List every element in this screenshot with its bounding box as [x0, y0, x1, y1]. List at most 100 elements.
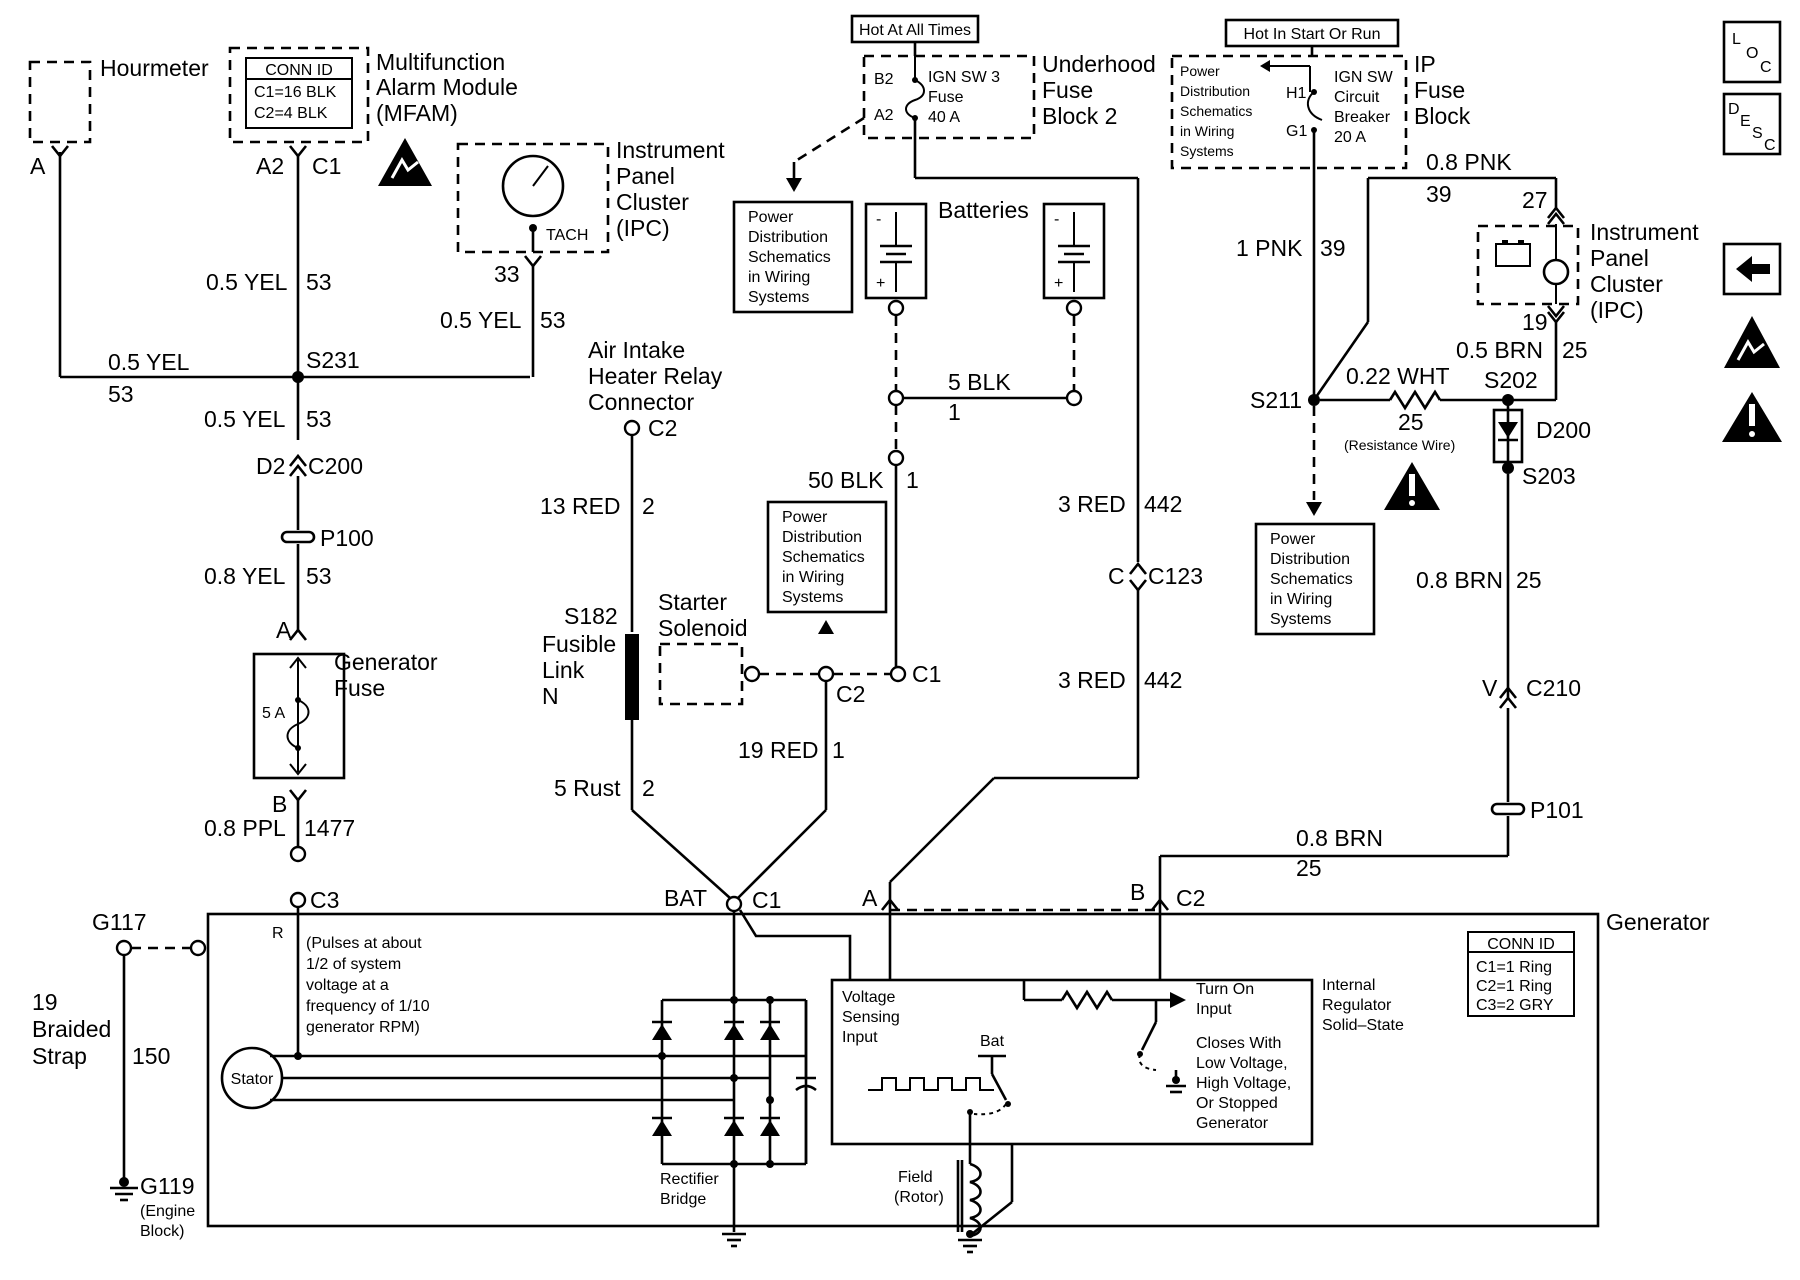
wire-53-a: 53	[306, 269, 332, 295]
turn-on-label-2: Input	[1196, 1001, 1232, 1018]
resistance-wire-label: (Resistance Wire)	[1344, 437, 1455, 453]
pin-33: 33	[494, 261, 520, 287]
pin-gf-a: A	[276, 617, 292, 643]
ip-fuse-label-1: IP	[1414, 51, 1436, 77]
back-arrow-button[interactable]	[1722, 242, 1782, 296]
p100-label: P100	[320, 525, 374, 551]
wire-3-red-a: 3 RED	[1058, 491, 1126, 517]
braided-strap-1: 19	[32, 989, 58, 1015]
wire-yel-tach: 0.5 YEL	[440, 307, 522, 333]
wire-yel-a: 0.5 YEL	[206, 269, 288, 295]
mfam-conn-title: CONN ID	[265, 62, 333, 79]
solenoid-c1-label: C1	[912, 661, 941, 687]
ign-sw3-1: IGN SW 3	[928, 69, 1000, 86]
loc-button[interactable]: L O C	[1722, 20, 1782, 84]
wire-53-b: 53	[306, 406, 332, 432]
battery-left-icon: - +	[864, 202, 928, 300]
desc-button[interactable]: D E S C	[1722, 92, 1782, 156]
loc-c: C	[1760, 59, 1772, 76]
ipc-right-3: Cluster	[1590, 271, 1663, 297]
battery-indicator-icon	[1495, 240, 1531, 267]
wire-25-wht: 25	[1398, 409, 1424, 435]
underhood-fuse-box	[862, 54, 1036, 140]
solenoid-c2-label: C2	[836, 681, 865, 707]
svg-text:+: +	[876, 275, 885, 292]
ipc-tach-label-2: Panel	[616, 163, 675, 189]
ground-field-icon	[958, 1230, 982, 1254]
ground-g119-icon	[110, 1177, 138, 1202]
rectifier-label-2: Bridge	[660, 1191, 706, 1208]
connector-c123: C123	[1148, 563, 1203, 589]
ipc-right-4: (IPC)	[1590, 297, 1644, 323]
splice-s231	[292, 371, 304, 383]
wire-08-brn-b: 0.8 BRN	[1296, 825, 1383, 851]
rectifier-bridge	[652, 996, 817, 1168]
hot-start-run-box	[1224, 18, 1400, 48]
wire-ppl: 0.8 PPL	[204, 815, 286, 841]
ip-fuse-box	[1170, 54, 1408, 170]
closes-1: Closes With	[1196, 1035, 1281, 1052]
batteries-label: Batteries	[938, 197, 1029, 223]
connector-c210: C210	[1526, 675, 1581, 701]
pin-g1: G1	[1286, 123, 1307, 140]
pds-center-1: Power	[782, 509, 828, 526]
esd-warning-icon-right	[1724, 316, 1780, 368]
fusible-link-label-2: Link	[542, 657, 585, 683]
gen-fuse-label-2: Fuse	[334, 675, 385, 701]
ip-pds-4: in Wiring	[1180, 123, 1234, 139]
vs-label-3: Input	[842, 1029, 878, 1046]
wire-39-b: 39	[1426, 181, 1452, 207]
connector-c200: C200	[308, 453, 363, 479]
mfam-label-3: (MFAM)	[376, 100, 458, 126]
resistance-wire-icon	[1388, 389, 1442, 411]
bat-switch-label: Bat	[980, 1033, 1005, 1050]
pin-a-hourmeter: A	[30, 153, 46, 179]
pds-center-3: Schematics	[782, 549, 865, 566]
gen-fuse-rating: 5 A	[262, 705, 285, 722]
gen-fuse-label-1: Generator	[334, 649, 438, 675]
ip-pds-5: Systems	[1180, 143, 1234, 159]
pulses-3: voltage at a	[306, 977, 389, 994]
wire-150: 150	[132, 1043, 170, 1069]
ipc-right-1: Instrument	[1590, 219, 1699, 245]
braided-strap-2: Braided	[32, 1016, 111, 1042]
pds-center-4: in Wiring	[782, 569, 844, 586]
wire-yel-h: 0.5 YEL	[108, 349, 190, 375]
pds-right-2: Distribution	[1270, 551, 1350, 568]
gen-conn-title: CONN ID	[1487, 936, 1555, 953]
hot-at-all-times-label: Hot At All Times	[859, 22, 971, 39]
pds-top-2: Distribution	[748, 229, 828, 246]
pulses-1: (Pulses at about	[306, 935, 422, 952]
pin-a2-fuse: A2	[874, 107, 894, 124]
ipc-tach-label-1: Instrument	[616, 137, 725, 163]
solenoid-c1	[889, 665, 907, 683]
wire-19-red: 19 RED	[738, 737, 819, 763]
ip-pds-1: Power	[1180, 63, 1220, 79]
ip-fuse-label-2: Fuse	[1414, 77, 1465, 103]
hourmeter-label: Hourmeter	[100, 55, 209, 81]
pin-b2: B2	[874, 71, 894, 88]
gen-pin-a: A	[862, 885, 878, 911]
wire-53-h: 53	[108, 381, 134, 407]
pin-r: R	[272, 925, 284, 942]
desc-d: D	[1728, 101, 1740, 118]
air-intake-2: Heater Relay	[588, 363, 723, 389]
pds-top-5: Systems	[748, 289, 809, 306]
g119-sub-1: (Engine	[140, 1203, 195, 1220]
mfam-box	[228, 46, 370, 144]
desc-e: E	[1740, 113, 1751, 130]
loc-l: L	[1732, 31, 1741, 48]
wire-022-wht: 0.22 WHT	[1346, 363, 1450, 389]
pds-top-3: Schematics	[748, 249, 831, 266]
pds-box-right	[1254, 522, 1376, 636]
splice-s211-label: S211	[1250, 387, 1302, 413]
starter-sol-2: Solenoid	[658, 615, 748, 641]
ign-sw3-2: Fuse	[928, 89, 964, 106]
battery-right-icon: - +	[1042, 202, 1106, 300]
mfam-conn-c1: C1=16 BLK	[254, 84, 337, 101]
pds-right-1: Power	[1270, 531, 1316, 548]
regulator-label-3: Solid–State	[1322, 1017, 1404, 1034]
starter-solenoid-box	[658, 642, 744, 706]
pds-top-1: Power	[748, 209, 794, 226]
regulator-label-1: Internal	[1322, 977, 1375, 994]
